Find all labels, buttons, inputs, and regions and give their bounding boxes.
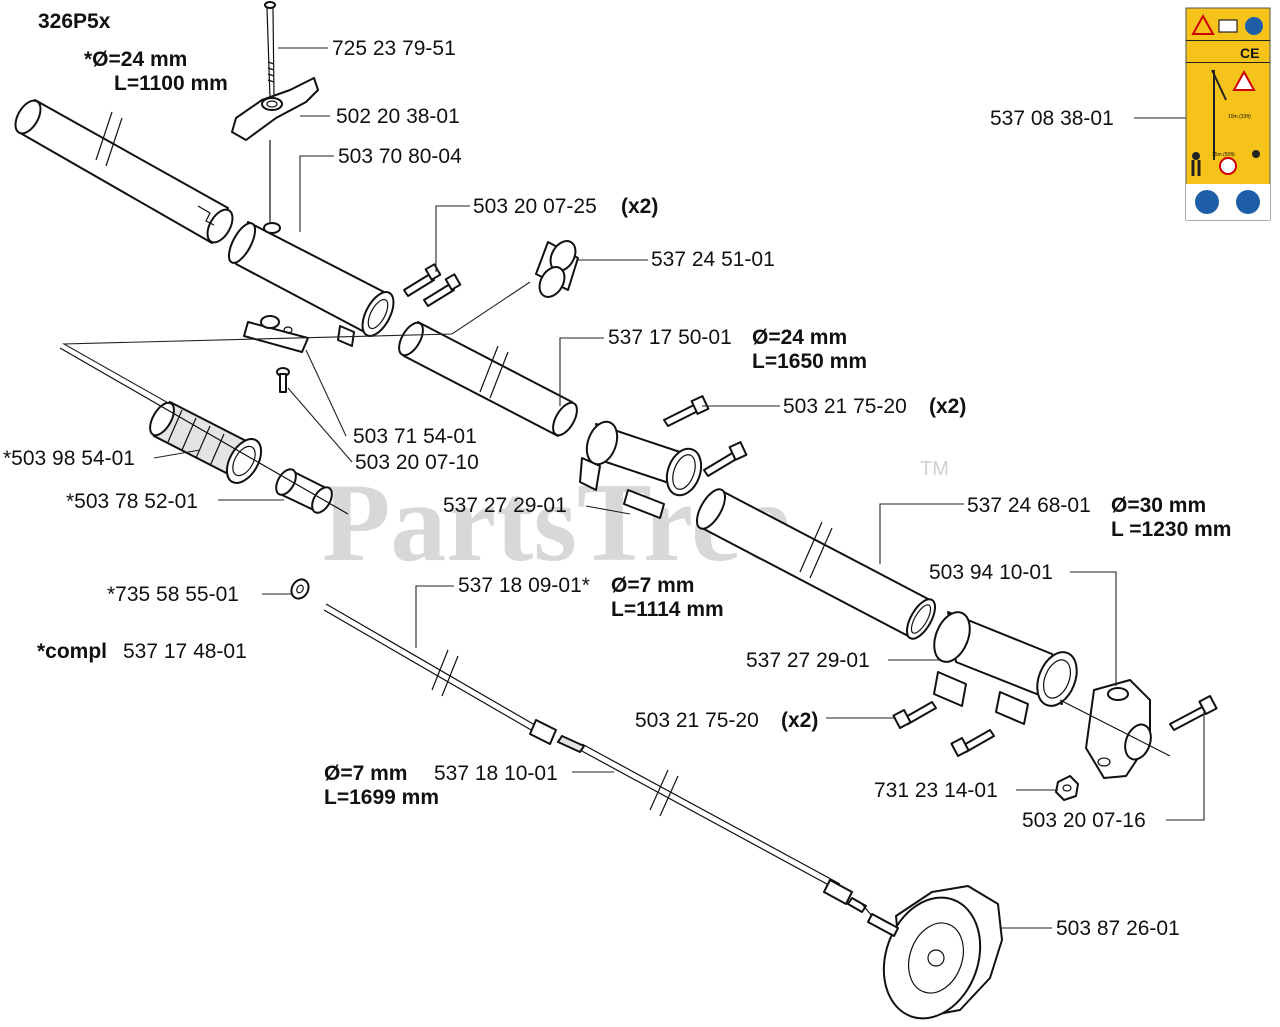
- compl-part-number: 537 17 48-01: [123, 640, 247, 663]
- part-537-27-29-01-lower: 537 27 29-01: [746, 649, 870, 672]
- warning-sticker: CE 10m (33ft) 15m (50ft): [1185, 7, 1271, 221]
- part-503-78-52-01: *503 78 52-01: [66, 490, 198, 513]
- part-537-17-50-01: 537 17 50-01: [608, 326, 732, 349]
- upper-tube: [14, 99, 234, 244]
- part-537-18-09-01: 537 18 09-01*: [458, 574, 590, 597]
- no-entry-icon: [1219, 157, 1237, 175]
- sticker-hazard-icon: [1232, 69, 1256, 91]
- helmet-icon: [1245, 17, 1263, 35]
- part-503-87-26-01: 503 87 26-01: [1056, 917, 1180, 940]
- tube-clamp-upper: [579, 420, 703, 519]
- lower-tube: [696, 488, 936, 640]
- screw-pair-upper: [403, 263, 462, 307]
- long-screw: [264, 1, 276, 99]
- sticker-ce-mark: CE: [1240, 45, 1259, 61]
- part-537-27-29-01-upper: 537 27 29-01: [443, 494, 567, 517]
- sticker-distance-upper: 10m (33ft): [1228, 114, 1251, 120]
- part-731-23-14-01: 731 23 14-01: [874, 779, 998, 802]
- clutch-drum: [861, 885, 1003, 1020]
- tube-clamp-lower: [933, 611, 1078, 725]
- drive-shaft-upper: [323, 603, 557, 745]
- part-503-21-75-20-upper: 503 21 75-20: [783, 395, 907, 418]
- qty-x2-lower: (x2): [781, 709, 818, 732]
- part-502-20-38-01: 502 20 38-01: [336, 105, 460, 128]
- cage-axis-line: [59, 347, 349, 515]
- bearing-cage: [149, 400, 263, 484]
- screw-pair-mid: [663, 395, 748, 477]
- qty-x2-middle: (x2): [929, 395, 966, 418]
- watermark-tm: TM: [920, 458, 949, 480]
- part-537-24-51-01: 537 24 51-01: [651, 248, 775, 271]
- part-537-08-38-01: 537 08 38-01: [990, 107, 1114, 130]
- upper-tube-diameter: *Ø=24 mm: [84, 48, 187, 71]
- operator-icon: [1252, 150, 1260, 158]
- compl-prefix: *compl: [37, 640, 107, 663]
- sleeve: [535, 240, 579, 298]
- power-line-icon: [1211, 69, 1227, 160]
- lower-tube-length: L =1230 mm: [1111, 518, 1231, 541]
- leader-lines: [62, 47, 1205, 929]
- person-icon: [1192, 152, 1200, 160]
- person-body-icon: [1191, 160, 1201, 176]
- part-503-21-75-20-lower: 503 21 75-20: [635, 709, 759, 732]
- lower-tube-diameter: Ø=30 mm: [1111, 494, 1206, 517]
- upper-tube-length: L=1100 mm: [114, 72, 228, 95]
- part-725-23-79-51: 725 23 79-51: [332, 37, 456, 60]
- housing-screw: [1169, 695, 1218, 731]
- upper-shaft-diameter: Ø=7 mm: [611, 574, 694, 597]
- part-503-20-07-16: 503 20 07-16: [1022, 809, 1146, 832]
- gloves-icon: [1195, 190, 1219, 214]
- part-537-24-68-01: 537 24 68-01: [967, 494, 1091, 517]
- part-503-20-07-10: 503 20 07-10: [355, 451, 479, 474]
- hex-nut: [1055, 775, 1079, 801]
- drive-shaft-lower: [556, 734, 867, 913]
- warning-triangle-icon: [1191, 13, 1215, 35]
- screw-lower-bracket: [276, 367, 290, 393]
- clamp-bracket: [227, 221, 395, 353]
- washer: [290, 578, 310, 600]
- lower-shaft-length: L=1699 mm: [324, 786, 439, 809]
- part-537-18-10-01: 537 18 10-01: [434, 762, 558, 785]
- sticker-distance-lower: 15m (50ft): [1212, 152, 1235, 158]
- wing-knob: [231, 77, 319, 141]
- part-503-98-54-01: *503 98 54-01: [3, 447, 135, 470]
- part-735-58-55-01: *735 58 55-01: [107, 583, 239, 606]
- part-503-71-54-01: 503 71 54-01: [353, 425, 477, 448]
- part-503-94-10-01: 503 94 10-01: [929, 561, 1053, 584]
- model-title: 326P5x: [38, 10, 111, 33]
- upper-shaft-length: L=1114 mm: [611, 598, 724, 621]
- part-503-20-07-25: 503 20 07-25: [473, 195, 597, 218]
- boots-icon: [1236, 190, 1260, 214]
- screw-pair-lower: [892, 701, 995, 757]
- end-housing: [1085, 679, 1152, 779]
- middle-tube-length: L=1650 mm: [752, 350, 867, 373]
- middle-tube-diameter: Ø=24 mm: [752, 326, 847, 349]
- manual-book-icon: [1218, 19, 1238, 33]
- housing-axis-line: [1059, 699, 1171, 757]
- qty-x2-upper: (x2): [621, 195, 658, 218]
- middle-tube: [398, 321, 578, 437]
- lower-shaft-diameter: Ø=7 mm: [324, 762, 407, 785]
- bushing-nut: [275, 468, 333, 514]
- part-503-70-80-04: 503 70 80-04: [338, 145, 462, 168]
